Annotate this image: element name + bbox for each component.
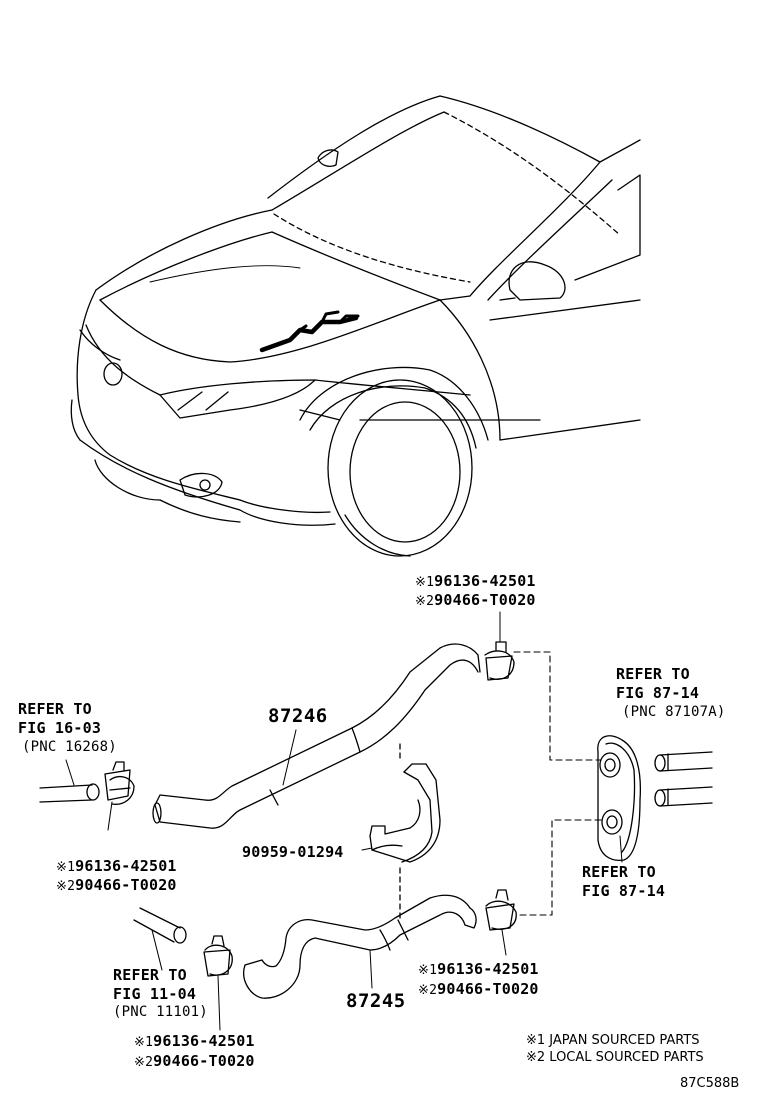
clamp-left-code-2: ※290466-T0020 <box>56 876 177 894</box>
clamp-bottom-left <box>203 935 233 1031</box>
car-illustration <box>70 95 641 557</box>
part-87246[interactable]: 87246 <box>268 705 328 727</box>
bracket <box>361 743 441 921</box>
ref-16-03-fig[interactable]: FIG 16-03 <box>18 719 102 737</box>
clamp-left <box>104 761 135 831</box>
pipe-fig-16-03 <box>39 759 100 803</box>
ref-11-04-refer[interactable]: REFER TO <box>113 966 187 984</box>
pipe-fig-11-04 <box>133 907 187 971</box>
ref-87-14-a-fig[interactable]: FIG 87-14 <box>616 684 700 702</box>
legend-local: ※2 LOCAL SOURCED PARTS <box>526 1050 704 1065</box>
clamp-left-code-1: ※196136-42501 <box>56 857 177 875</box>
clamp-bottom-right-code-1: ※196136-42501 <box>418 960 539 978</box>
part-90959-01294[interactable]: 90959-01294 <box>242 843 344 861</box>
ref-16-03-pnc: (PNC 16268) <box>22 739 117 755</box>
ref-87-14-b-refer[interactable]: REFER TO <box>582 863 656 881</box>
diagram-code: 87C588B <box>680 1076 740 1091</box>
clamp-bottom-right <box>485 889 517 956</box>
pipes-fig-87-14 <box>654 751 713 807</box>
clamp-bottom-right-code-2: ※290466-T0020 <box>418 980 539 998</box>
ref-11-04-pnc: (PNC 11101) <box>113 1004 208 1020</box>
clamp-bottom-left-code-1: ※196136-42501 <box>134 1032 255 1050</box>
part-87245[interactable]: 87245 <box>346 990 406 1012</box>
ref-87-14-b-fig[interactable]: FIG 87-14 <box>582 882 666 900</box>
hose-87246 <box>152 643 481 829</box>
legend-japan: ※1 JAPAN SOURCED PARTS <box>526 1033 700 1048</box>
ref-16-03-refer[interactable]: REFER TO <box>18 700 92 718</box>
hose-87245 <box>243 894 477 999</box>
clamp-bottom-left-code-2: ※290466-T0020 <box>134 1052 255 1070</box>
ref-11-04-fig[interactable]: FIG 11-04 <box>113 985 197 1003</box>
ref-87-14-a-pnc: (PNC 87107A) <box>622 704 726 720</box>
ref-87-14-a-refer[interactable]: REFER TO <box>616 665 690 683</box>
clamp-top-right <box>484 611 515 681</box>
grommet <box>597 735 642 863</box>
clamp-top-code-1: ※196136-42501 <box>415 572 536 590</box>
clamp-top-code-2: ※290466-T0020 <box>415 591 536 609</box>
